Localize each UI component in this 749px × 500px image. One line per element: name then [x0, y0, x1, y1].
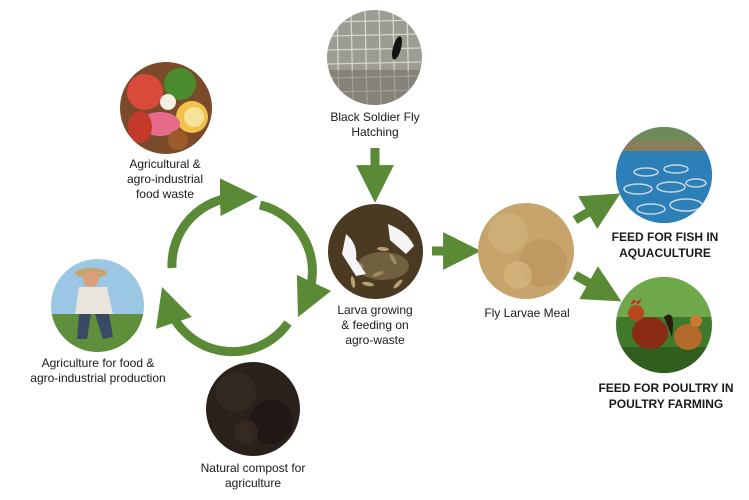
agriculture-label: Agriculture for food & agro-industrial p…	[30, 356, 166, 385]
larva-growing-label: Larva growing & feeding on agro-waste	[337, 303, 413, 347]
bsf-hatching-label: Black Soldier Fly Hatching	[330, 110, 420, 139]
farmer-photo	[51, 259, 144, 352]
cycle-arrow-compost	[156, 287, 292, 357]
feed-fish-label: FEED FOR FISH IN AQUACULTURE	[611, 230, 719, 260]
poultry-photo	[616, 277, 712, 373]
food-waste-photo	[120, 62, 212, 154]
cycle-arrow-waste-to-agriculture	[167, 178, 258, 269]
feed-poultry-label: FEED FOR POULTRY IN POULTRY FARMING	[598, 381, 734, 411]
cycle-arrow-to-larva	[258, 200, 332, 318]
arrow-meal-to-fish	[572, 193, 621, 229]
compost-label: Natural compost for agriculture	[200, 461, 306, 490]
fly-larvae-meal-label: Fly Larvae Meal	[484, 306, 570, 320]
food-waste-label: Agricultural & agro-industrial food wast…	[126, 157, 204, 201]
fly-larvae-meal-photo	[478, 203, 574, 299]
compost-photo	[206, 362, 300, 456]
aquaculture-photo	[616, 127, 712, 223]
arrow-meal-to-poultry	[572, 266, 622, 302]
bsf-hatching-photo	[327, 10, 422, 105]
larva-growing-photo	[328, 204, 423, 299]
